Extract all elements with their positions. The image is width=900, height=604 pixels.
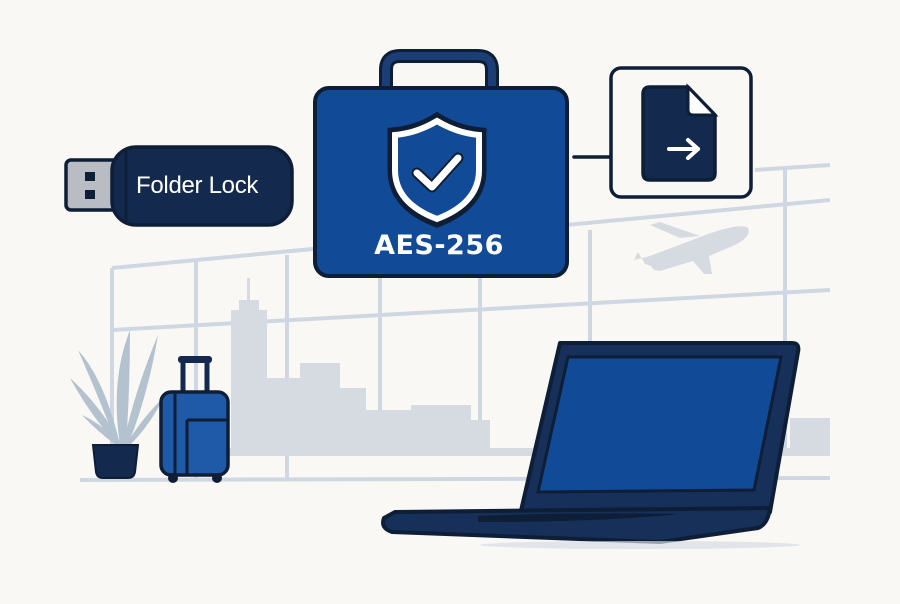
airplane-icon xyxy=(634,222,749,274)
arrow-right-icon xyxy=(667,138,700,160)
shield-check-icon xyxy=(387,111,487,228)
rolling-suitcase-icon xyxy=(159,356,230,483)
usb-drive-label: Folder Lock xyxy=(136,172,259,199)
laptop-icon xyxy=(381,341,801,549)
file-transfer-card xyxy=(609,66,753,199)
usb-drive-icon xyxy=(64,145,294,227)
city-skyline xyxy=(200,278,830,456)
encryption-label: AES-256 xyxy=(374,230,504,261)
potted-plant-icon xyxy=(70,330,164,479)
